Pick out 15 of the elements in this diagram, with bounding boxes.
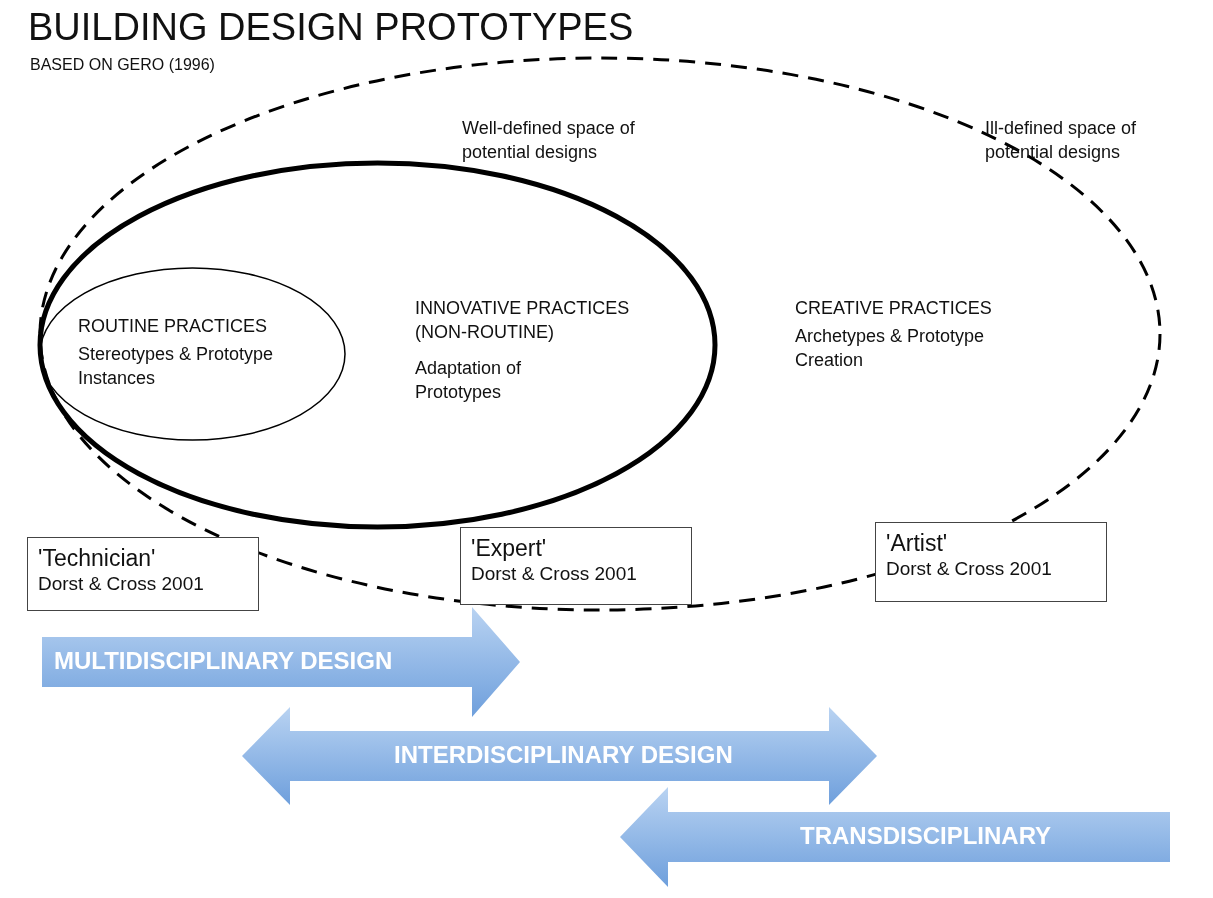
practice-heading: INNOVATIVE PRACTICES (NON-ROUTINE) bbox=[415, 297, 631, 344]
practice-description: Adaptation of Prototypes bbox=[415, 357, 523, 404]
arrow-label: MULTIDISCIPLINARY DESIGN bbox=[54, 647, 393, 675]
arrow-label: INTERDISCIPLINARY DESIGN bbox=[394, 741, 733, 769]
practice-heading: ROUTINE PRACTICES bbox=[78, 315, 269, 338]
text-box: 'Artist' Dorst & Cross 2001 bbox=[875, 522, 1107, 602]
subtitle: BASED ON GERO (1996) bbox=[30, 56, 215, 74]
region-label: Ill-defined space of potential designs bbox=[985, 117, 1138, 164]
text-box: 'Technician' Dorst & Cross 2001 bbox=[27, 537, 259, 611]
practice-description: Stereotypes & Prototype Instances bbox=[78, 343, 275, 390]
region-label: Well-defined space of potential designs bbox=[462, 117, 636, 164]
arrow-label: TRANSDISCIPLINARY bbox=[800, 822, 1052, 850]
title: BUILDING DESIGN PROTOTYPES bbox=[28, 6, 634, 48]
practice-heading: CREATIVE PRACTICES bbox=[795, 297, 993, 320]
practice-description: Archetypes & Prototype Creation bbox=[795, 325, 986, 372]
